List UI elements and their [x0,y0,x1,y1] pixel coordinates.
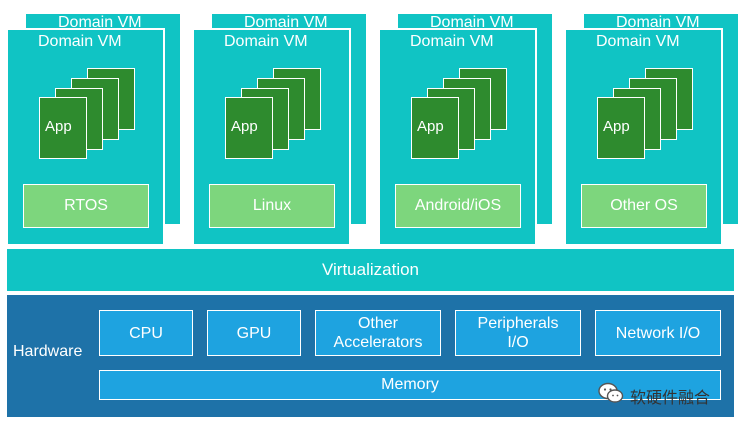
hw-unit-label: Network I/O [615,324,701,342]
hw-unit-peripherals-io: Peripherals I/O [455,310,581,356]
os-box-rtos: RTOS [23,184,149,228]
os-box-android-ios: Android/iOS [395,184,521,228]
os-box-linux: Linux [209,184,335,228]
hw-unit-label: Other Accelerators [333,315,423,351]
memory-label: Memory [381,376,439,393]
domain-vm-label: Domain VM [616,14,700,31]
hw-unit-other-accelerators: Other Accelerators [315,310,441,356]
domain-vm-label: Domain VM [58,14,142,31]
os-label: Other OS [610,197,678,214]
domain-vm-label: Domain VM [596,33,680,50]
app-label: App [231,118,258,135]
os-label: RTOS [64,197,108,214]
domain-vm-label: Domain VM [38,33,122,50]
wechat-icon [598,382,624,409]
domain-vm-label: Domain VM [224,33,308,50]
app-label: App [417,118,444,135]
domain-vm-label: Domain VM [244,14,328,31]
watermark-text: 软硬件融合 [630,389,711,407]
hw-unit-gpu: GPU [207,310,301,356]
virtualization-layer: Virtualization [7,249,734,291]
hw-unit-cpu: CPU [99,310,193,356]
app-card: App [39,97,87,159]
app-card: App [411,97,459,159]
app-label: App [603,118,630,135]
virtualization-label: Virtualization [321,260,420,279]
hw-unit-label: GPU [236,324,272,342]
domain-vm-label: Domain VM [410,33,494,50]
os-box-other-os: Other OS [581,184,707,228]
hw-unit-network-io: Network I/O [595,310,721,356]
app-card: App [225,97,273,159]
app-card: App [597,97,645,159]
os-label: Linux [252,197,292,214]
hardware-label: Hardware [13,343,83,360]
memory-block: Memory [99,370,721,400]
domain-vm-label: Domain VM [430,14,514,31]
hw-unit-label: Peripherals I/O [477,315,559,351]
hw-unit-label: CPU [129,324,163,342]
app-label: App [45,118,72,135]
os-label: Android/iOS [414,197,502,214]
watermark: 软硬件融合 [598,382,710,409]
